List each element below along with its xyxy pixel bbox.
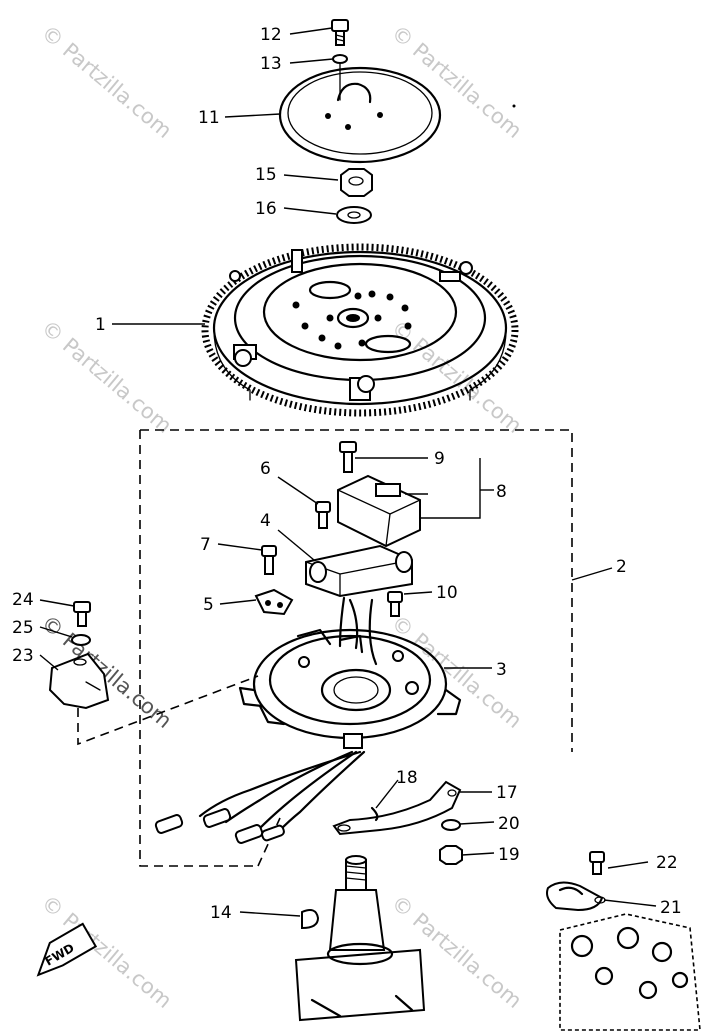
callout-14: 14 bbox=[210, 903, 232, 923]
callout-1: 1 bbox=[95, 315, 106, 335]
part-21-clamp bbox=[546, 881, 606, 912]
callout-10: 10 bbox=[436, 583, 458, 603]
callout-9: 9 bbox=[434, 449, 445, 469]
part-11-cover-plate bbox=[278, 63, 442, 164]
leader-lines bbox=[39, 27, 657, 917]
part-7-screw bbox=[261, 545, 277, 575]
callout-17: 17 bbox=[496, 783, 518, 803]
callout-11: 11 bbox=[198, 108, 220, 128]
part-25-washer bbox=[71, 634, 91, 646]
part-14-key bbox=[301, 909, 320, 930]
part-24-bolt bbox=[73, 601, 91, 627]
part-5-switch bbox=[254, 588, 294, 616]
callout-12: 12 bbox=[260, 25, 282, 45]
part-22-bolt bbox=[589, 851, 605, 875]
part-17-ground-lead bbox=[332, 780, 462, 836]
fwd-direction-marker: FWD bbox=[36, 922, 98, 977]
leader-dashed-left bbox=[77, 675, 259, 746]
callout-20: 20 bbox=[498, 814, 520, 834]
part-4-pulser-coil bbox=[305, 544, 413, 598]
crankshaft-housing bbox=[294, 855, 426, 1022]
wire-harness bbox=[154, 596, 378, 844]
engine-block-partial bbox=[559, 913, 701, 1031]
part-20-washer bbox=[441, 819, 461, 831]
callout-labels: 12 13 11 15 16 1 9 8 6 4 7 2 10 5 24 25 … bbox=[12, 25, 682, 923]
part-10-screw bbox=[387, 591, 403, 617]
part-15-nut bbox=[340, 168, 373, 197]
watermark-text: © Partzilla.com bbox=[37, 20, 177, 143]
callout-2: 2 bbox=[616, 557, 627, 577]
callout-19: 19 bbox=[498, 845, 520, 865]
part-23-bracket bbox=[48, 652, 110, 710]
part-8-charge-coil bbox=[337, 474, 421, 548]
callout-21: 21 bbox=[660, 898, 682, 918]
callout-22: 22 bbox=[656, 853, 678, 873]
callout-15: 15 bbox=[255, 165, 277, 185]
callout-13: 13 bbox=[260, 54, 282, 74]
watermark-text: © Partzilla.com bbox=[37, 315, 177, 438]
part-13-washer bbox=[332, 54, 348, 64]
part-3-base-plate bbox=[238, 628, 462, 749]
callout-8: 8 bbox=[496, 482, 507, 502]
stray-dot bbox=[512, 104, 516, 108]
callout-3: 3 bbox=[496, 660, 507, 680]
part-9-screw bbox=[339, 441, 357, 473]
callout-24: 24 bbox=[12, 590, 34, 610]
callout-5: 5 bbox=[203, 595, 214, 615]
callout-25: 25 bbox=[12, 618, 34, 638]
callout-6: 6 bbox=[260, 459, 271, 479]
part-19-bolt bbox=[439, 845, 463, 865]
part-12-bolt bbox=[331, 19, 349, 46]
base-assembly-dashed-frame bbox=[139, 429, 573, 867]
part-1-flywheel bbox=[201, 243, 519, 417]
callout-23: 23 bbox=[12, 646, 34, 666]
wire-connector bbox=[154, 808, 285, 844]
part-16-washer bbox=[336, 206, 372, 224]
callout-16: 16 bbox=[255, 199, 277, 219]
callout-7: 7 bbox=[200, 535, 211, 555]
part-6-screw bbox=[315, 501, 331, 529]
part-18-clip bbox=[370, 806, 379, 822]
callout-18: 18 bbox=[396, 768, 418, 788]
callout-4: 4 bbox=[260, 511, 271, 531]
